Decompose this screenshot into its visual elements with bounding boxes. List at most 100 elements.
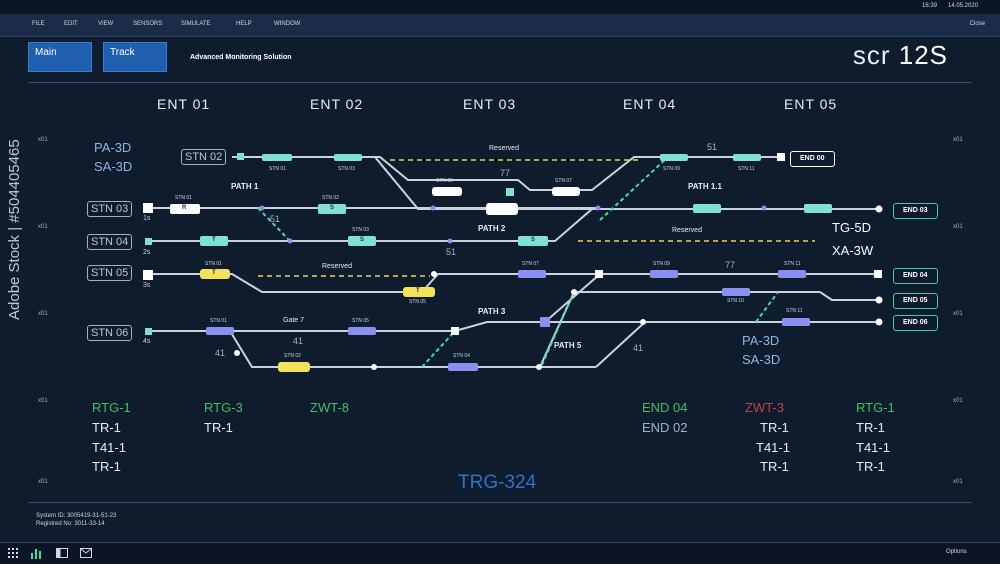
track-station-label: STN 01 [205,261,222,267]
entry-label: ENT 02 [310,96,364,112]
path-label: PATH 5 [554,341,582,350]
side-label-right: x01 [953,311,963,317]
track-line [148,321,880,332]
track-block [540,317,550,327]
menu-bar: FILE EDIT VIEW SENSORS SIMULATE HELP WIN… [0,14,1000,37]
station-label[interactable]: STN 03 [87,201,133,217]
track-number: 51 [270,214,281,224]
menu-help[interactable]: HELP [236,21,252,27]
grid-icon[interactable] [8,548,18,558]
terminal-node [237,153,244,160]
station-label[interactable]: STN 02 [181,149,227,165]
terminal-node [143,203,153,213]
terminal-node [875,318,883,326]
end-label[interactable]: END 04 [893,268,938,284]
menu-window[interactable]: WINDOW [274,21,301,27]
path-label: PATH 2 [478,224,506,233]
track-number: 51 [446,247,457,257]
track-line [148,208,593,242]
terminal-node [143,270,153,280]
track-station-label: STN 09 [663,166,680,172]
status-line: T41-1 [756,440,790,455]
track-block [200,269,230,279]
track-number: 41 [633,343,644,353]
track-number: 51 [707,142,718,152]
menu-simulate[interactable]: SIMULATE [181,21,211,27]
window-icon[interactable] [56,548,68,558]
end-label[interactable]: END 05 [893,293,938,309]
path-label: PATH 1.1 [688,182,722,191]
station-label[interactable]: STN 06 [87,325,133,341]
screen-number: 12S [898,40,948,70]
menu-file[interactable]: FILE [32,21,45,27]
menu-view[interactable]: VIEW [98,21,114,27]
track-station-label: STN 01 [210,318,227,324]
track-line [232,156,880,210]
code-label: XA-3W [832,243,874,258]
reserved-label: Reserved [322,263,352,270]
track-block [518,236,548,246]
track-block [448,363,478,371]
terminal-node [506,188,514,196]
track-node [571,289,577,295]
status-line: T41-1 [856,440,890,455]
track-station-label: STN 05 [409,299,426,305]
end-label[interactable]: END 00 [790,151,835,167]
side-label-right: x01 [953,137,963,143]
clock: 16:39 [922,3,938,9]
date: 14.05.2020 [948,3,979,9]
footer-divider [28,502,972,503]
side-label-right: x01 [953,398,963,404]
track-node [287,238,293,244]
app-title: Advanced Monitoring Solution [190,54,292,61]
track-station-label: STN 11 [786,308,803,314]
side-label-left: x01 [38,311,48,317]
time-label: 3s [143,282,151,289]
track-block [278,362,310,372]
close-button[interactable]: Close [969,21,985,27]
track-node [761,205,767,211]
code-label: PA-3D [742,333,780,348]
code-label: SA-3D [94,159,133,174]
terminal-node [145,238,152,245]
station-label[interactable]: STN 05 [87,265,133,281]
terminal-node [874,270,882,278]
track-number: 77 [725,260,736,270]
end-label[interactable]: END 06 [893,315,938,331]
status-line: TR-1 [204,420,233,435]
track-station-label: STN 02 [284,353,301,359]
station-label[interactable]: STN 04 [87,234,133,250]
switch-dashed [599,156,669,221]
menu-edit[interactable]: EDIT [64,21,78,27]
system-id: System ID: 3005419-31-51-23 [36,513,117,519]
block-letter: T [416,288,420,294]
track-block [318,204,346,214]
track-line [332,156,783,191]
track-block [348,236,376,246]
track-line [819,291,880,301]
options-button[interactable]: Options [946,549,967,555]
terminal-node [875,296,883,304]
end-label[interactable]: END 03 [893,203,938,219]
track-node [430,205,436,211]
track-station-label: STN 07 [522,261,539,267]
mail-icon[interactable] [80,548,92,558]
screen-code: scr 12S [853,40,948,71]
track-block [722,288,750,296]
track-block [518,270,546,278]
track-station-label: STN 03 [338,166,355,172]
chart-icon[interactable] [30,547,44,559]
terminal-node [451,327,459,335]
reserved-label: Reserved [672,227,702,234]
status-line: TR-1 [760,459,789,474]
time-label: 4s [143,338,151,345]
tab-main[interactable]: Main [28,42,92,72]
code-label: PA-3D [94,140,132,155]
status-head: END 04 [642,400,688,415]
menu-sensors[interactable]: SENSORS [133,21,163,27]
tab-track[interactable]: Track [103,42,167,72]
track-node [536,364,542,370]
track-station-label: STN 11 [738,166,755,172]
track-node [371,364,377,370]
track-block [334,154,362,161]
